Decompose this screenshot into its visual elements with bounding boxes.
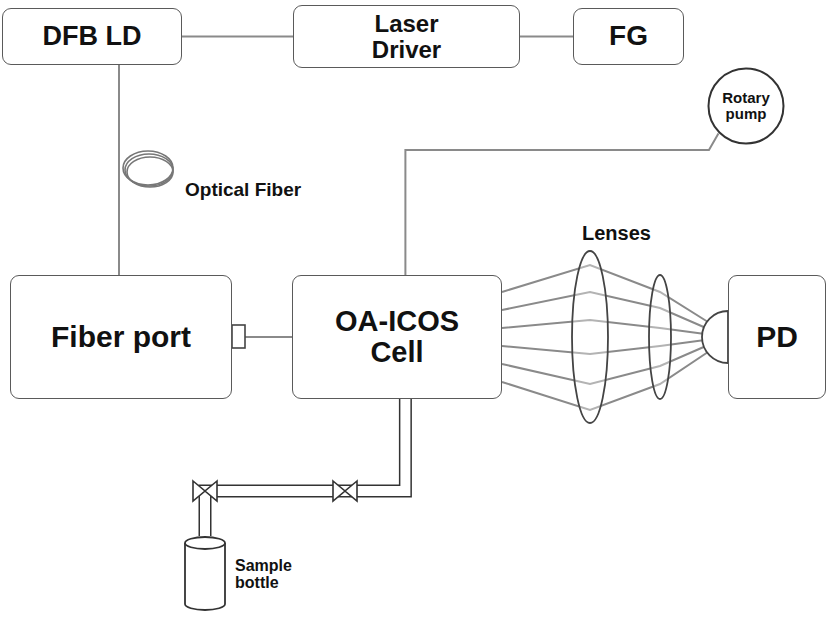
fiber-port-box: Fiber port [10,275,232,399]
node-label: Fiber port [51,321,191,353]
fiber-connector [232,325,245,348]
node-label: Rotary pump [716,90,776,122]
connector-line [119,65,120,275]
gas-pipe [205,399,405,536]
function-generator-box: FG [573,8,684,65]
fiber-label: Optical Fiber [185,180,301,201]
cell-box: OA-ICOS Cell [292,275,502,399]
lens [649,275,671,399]
bottle-outline [183,534,227,614]
lens [572,251,608,423]
node-label: Sample bottle [235,557,305,592]
node-label: Laser Driver [352,11,462,63]
node-label: FG [609,21,648,51]
node-label: OA-ICOS Cell [322,306,472,369]
node-label: PD [756,321,798,353]
connector-line [405,134,718,275]
sample-bottle: Sample bottle [183,533,313,615]
valve [333,481,357,501]
pump-circle: Rotary pump [707,67,785,145]
laser-driver-box: Laser Driver [293,5,520,69]
connector-line [182,36,293,37]
connector-line [520,36,573,37]
node-label: DFB LD [43,22,142,51]
lens-label: Lenses [582,222,651,244]
laser-source-box: DFB LD [2,8,182,65]
valve [193,481,217,501]
detector-box: PD [728,275,826,399]
fiber-coil [123,151,173,187]
detector-window [702,311,728,363]
